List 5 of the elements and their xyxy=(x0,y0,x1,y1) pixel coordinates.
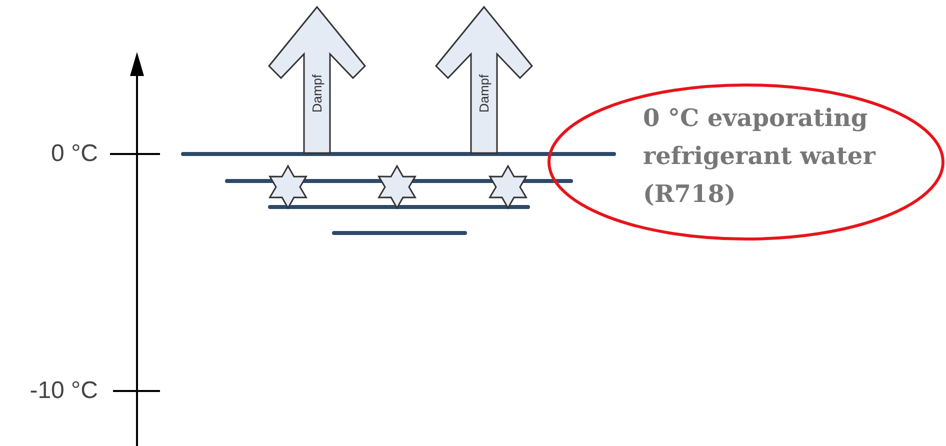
arrow-label: Dampf xyxy=(310,74,324,114)
axis-tick-label: 0 °C xyxy=(50,140,98,168)
arrow-label: Dampf xyxy=(476,74,492,114)
axis-tick-label: -10 °C xyxy=(28,377,98,405)
callout-text: 0 °C evaporating refrigerant water (R718) xyxy=(643,102,877,210)
